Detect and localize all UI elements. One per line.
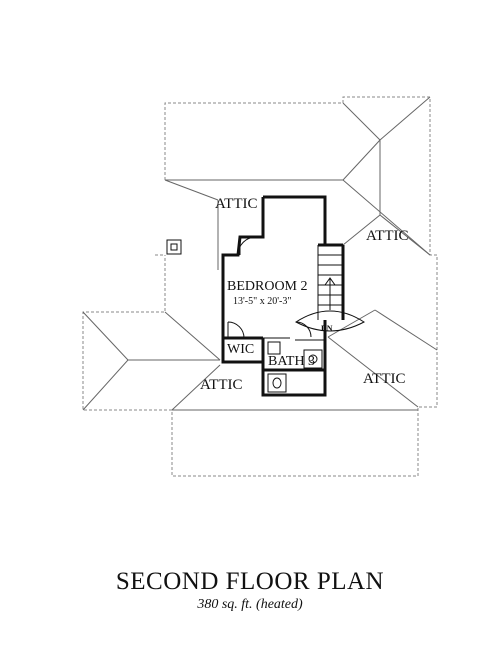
door-swings: [227, 236, 312, 339]
attic-label-bottom-left: ATTIC: [200, 377, 243, 393]
attic-label-top-right: ATTIC: [366, 228, 409, 244]
stair-down-label: DN: [321, 324, 333, 333]
stair: [295, 245, 365, 332]
plan-subtitle: 380 sq. ft. (heated): [197, 597, 303, 612]
bedroom-dimensions: 13'-5" x 20'-3": [233, 296, 291, 307]
bath-fixtures: [267, 341, 323, 393]
interior-walls: [223, 336, 325, 372]
bath-label: BATH 3: [268, 354, 315, 369]
attic-label-top-left: ATTIC: [215, 196, 258, 212]
bedroom-label: BEDROOM 2: [227, 279, 308, 294]
wic-label: WIC: [227, 342, 254, 357]
roof-outline: [82, 96, 438, 477]
chimney: [166, 239, 182, 255]
plan-title: SECOND FLOOR PLAN: [115, 568, 385, 595]
exterior-walls: [221, 195, 345, 397]
roof-ridges: [82, 96, 438, 411]
attic-label-bottom-right: ATTIC: [363, 371, 406, 387]
